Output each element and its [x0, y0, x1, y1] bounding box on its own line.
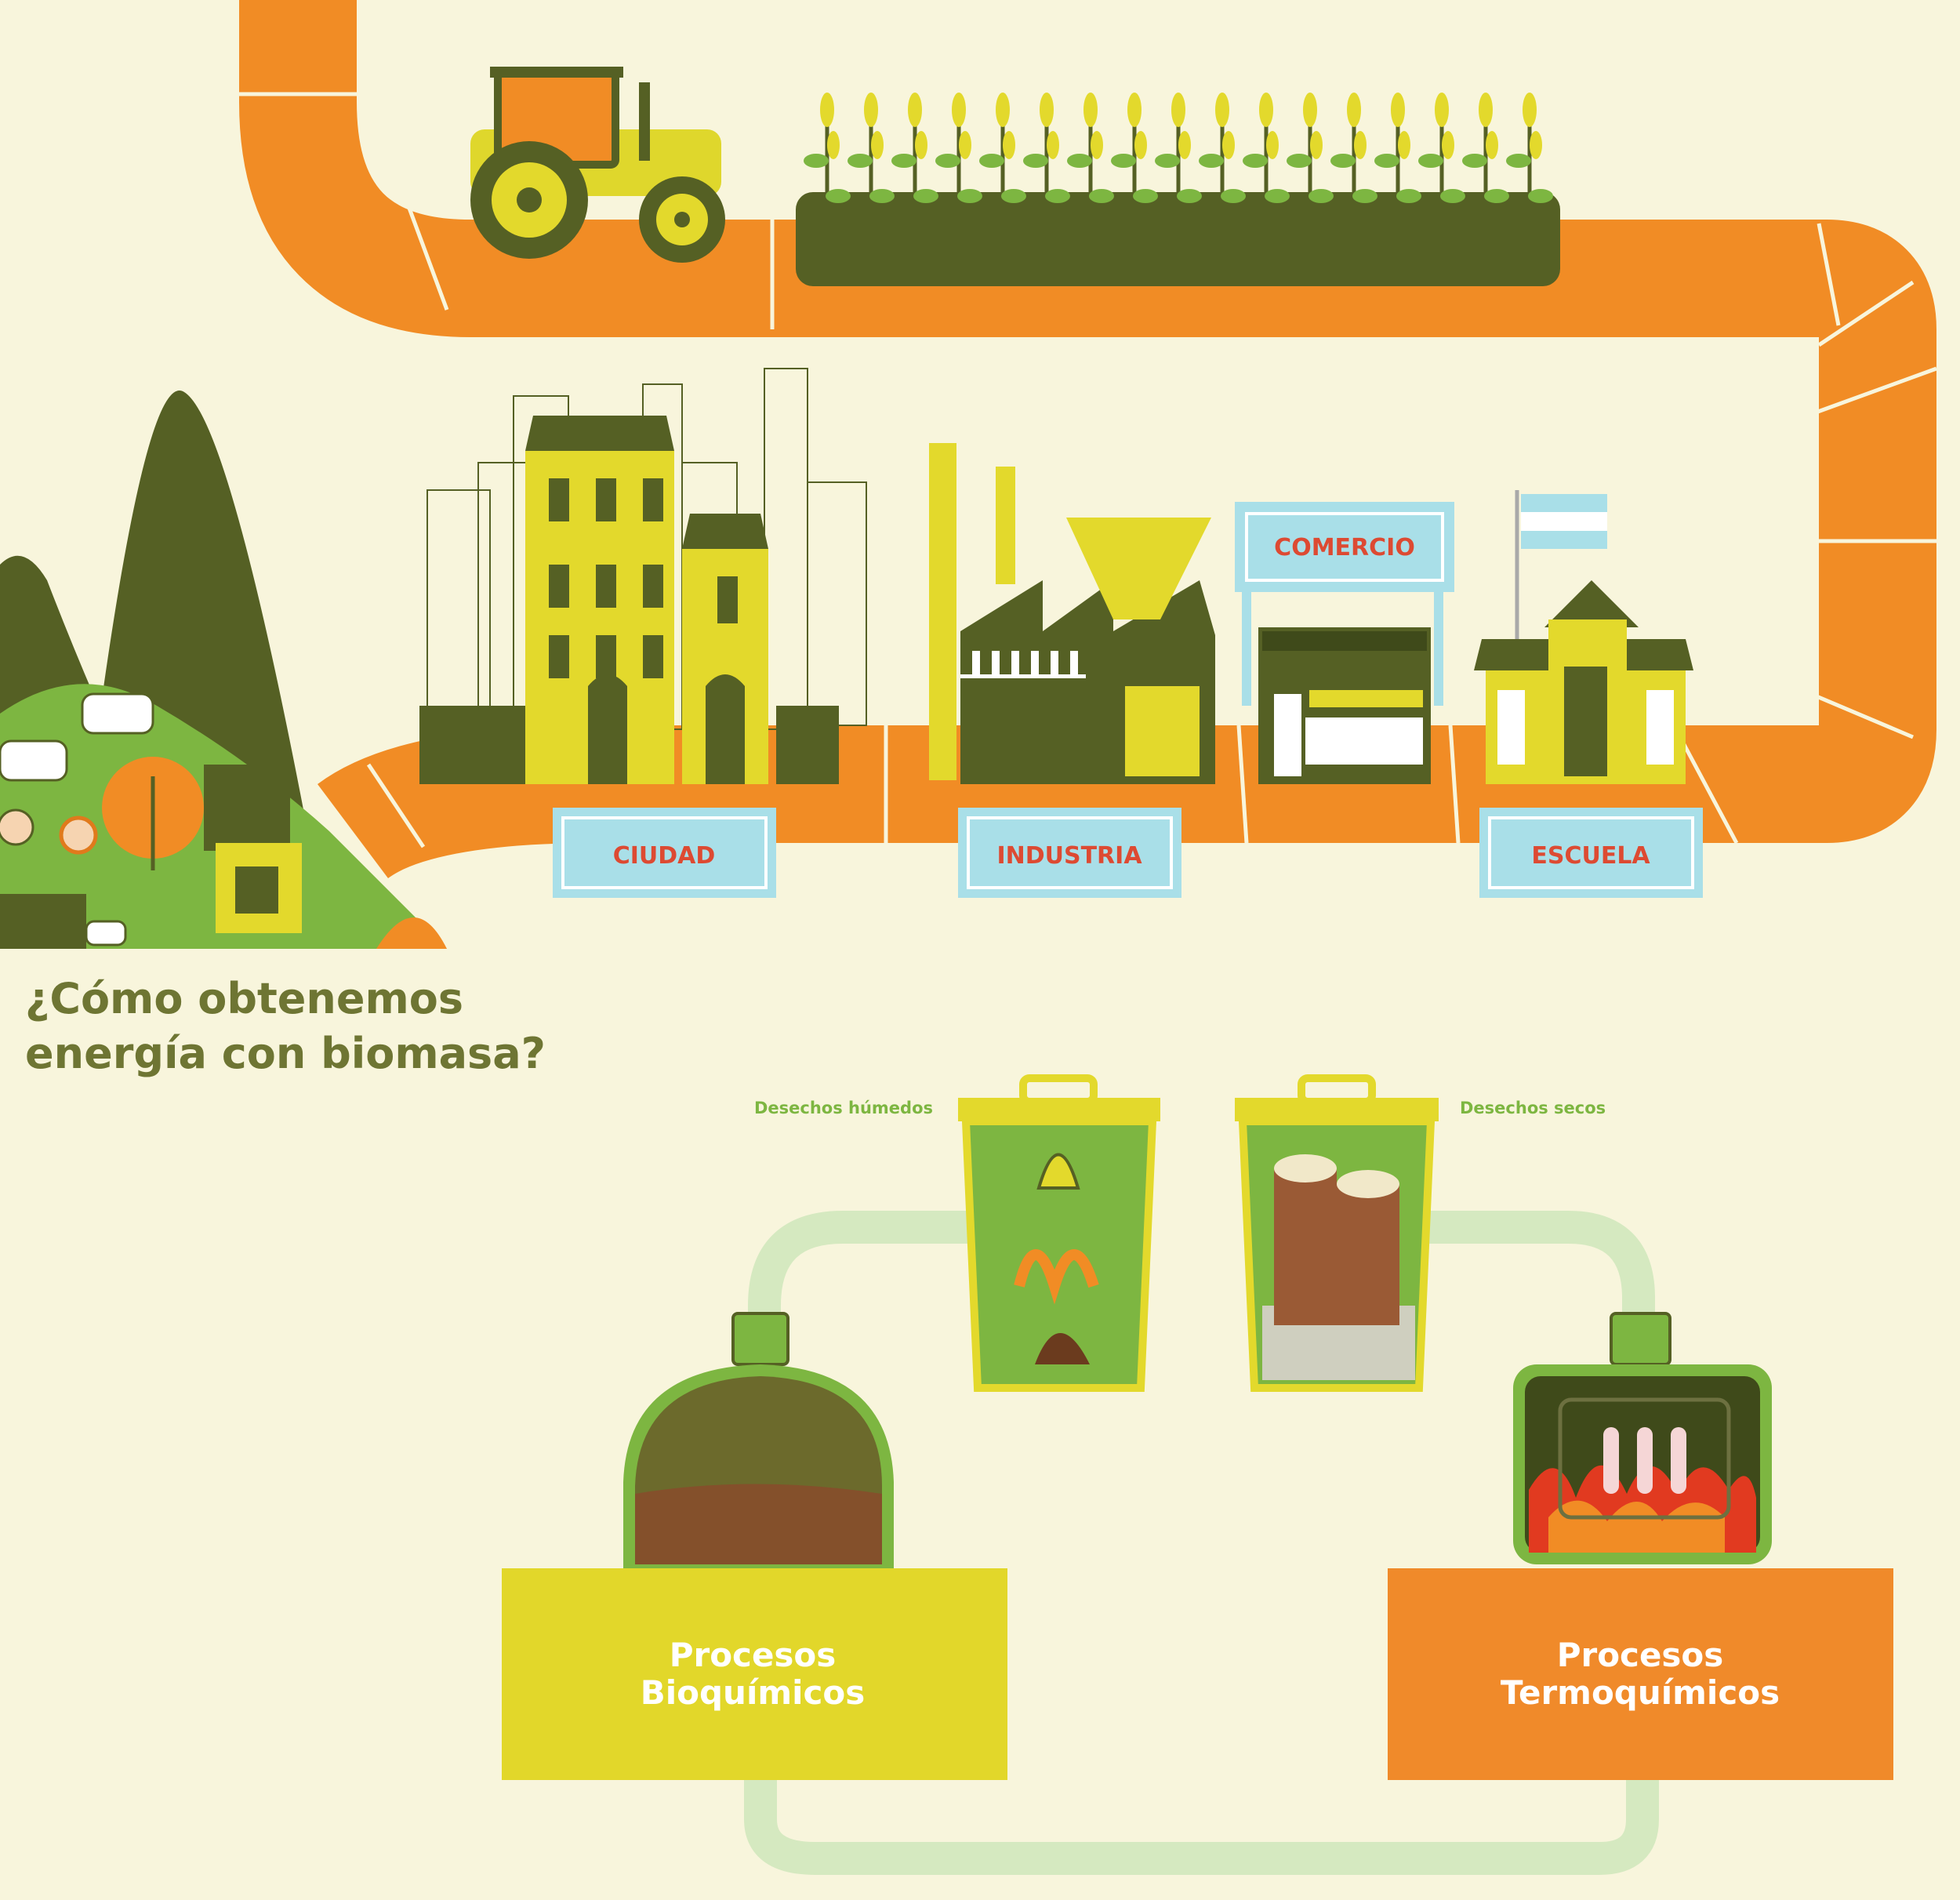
fire-icon	[1529, 1465, 1756, 1553]
sign-escuela: ESCUELA	[1479, 808, 1703, 898]
corn-field-icon	[796, 93, 1560, 286]
process-bio-line-2: Bioquímicos	[641, 1673, 866, 1712]
cow-icon	[0, 692, 154, 946]
log-icon	[1274, 1154, 1399, 1325]
sign-comercio-label: COMERCIO	[1274, 534, 1415, 561]
tractor-icon	[470, 67, 725, 263]
digester-icon	[623, 1312, 894, 1572]
title-line-1: ¿Cómo obtenemos	[25, 974, 463, 1023]
school-icon	[1474, 490, 1693, 784]
factory-icon	[929, 443, 1215, 784]
process-bio-line-1: Procesos	[670, 1636, 837, 1674]
sign-industria: INDUSTRIA	[958, 808, 1181, 898]
process-termo-line-2: Termoquímicos	[1501, 1673, 1780, 1712]
sign-ciudad-label: CIUDAD	[613, 842, 716, 870]
bin-icon	[958, 1074, 1160, 1392]
road	[235, 0, 1937, 880]
mountain-farm-icon	[0, 390, 447, 949]
banana-peel-icon	[1036, 1153, 1080, 1190]
flag-icon	[1521, 494, 1607, 549]
dry-waste-label: Desechos secos	[1460, 1099, 1606, 1117]
shop-icon	[1235, 502, 1454, 784]
title-line-2: energía con biomasa?	[25, 1029, 546, 1078]
sign-ciudad: CIUDAD	[553, 808, 776, 898]
process-termo-line-1: Procesos	[1557, 1636, 1724, 1674]
sign-comercio: COMERCIO	[1274, 534, 1415, 561]
child-icon	[0, 808, 98, 855]
sign-escuela-label: ESCUELA	[1531, 842, 1650, 870]
furnace-icon	[1513, 1312, 1772, 1564]
process-termo-box: Procesos Termoquímicos	[1388, 1568, 1893, 1780]
bin-icon	[1235, 1074, 1439, 1392]
pipes	[744, 1211, 1659, 1875]
process-bio-box: Procesos Bioquímicos	[502, 1568, 1007, 1780]
building-icon	[419, 368, 867, 784]
wet-waste-label: Desechos húmedos	[754, 1099, 933, 1117]
sign-industria-label: INDUSTRIA	[996, 842, 1142, 870]
